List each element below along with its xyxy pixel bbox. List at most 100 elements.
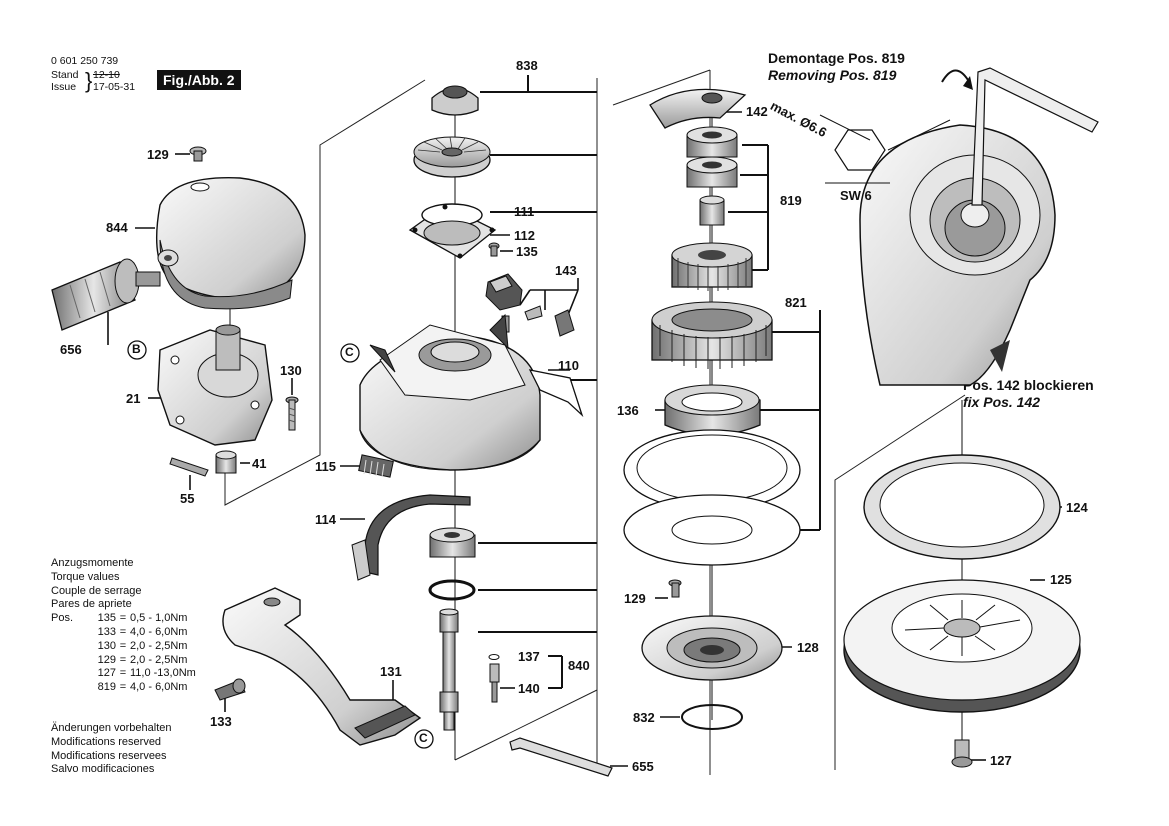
callout-143: 143	[555, 263, 577, 278]
part-gear-housing-110	[359, 313, 541, 471]
part-spring-115	[358, 454, 394, 478]
removal-note-en: Removing Pos. 819	[768, 67, 897, 83]
part-cover-142	[649, 88, 747, 129]
torque-row: 129=2,0 - 2,5Nm	[51, 654, 215, 668]
torque-value: 11,0 -13,0Nm	[130, 667, 196, 680]
part-screw-130	[285, 396, 299, 431]
part-gear-pinion	[671, 242, 753, 291]
torque-row: 127=11,0 -13,0Nm	[51, 667, 215, 681]
callout-136: 136	[617, 403, 639, 418]
fix-note: Pos. 142 blockieren fix Pos. 142	[963, 377, 1094, 411]
callout-125: 125	[1050, 572, 1072, 587]
callout-127: 127	[990, 753, 1012, 768]
torque-value: 2,0 - 2,5Nm	[130, 653, 188, 666]
part-handle-131	[222, 587, 422, 746]
callout-819: 819	[780, 193, 802, 208]
bracket-143	[519, 278, 579, 316]
part-pin-137	[488, 654, 500, 703]
torque-id: 130	[97, 639, 116, 652]
torque-row: 819=4,0 - 6,0Nm	[51, 681, 215, 695]
removal-note-de: Demontage Pos. 819	[768, 50, 905, 66]
callout-55: 55	[180, 491, 195, 506]
torque-eq: =	[119, 681, 127, 694]
torque-heading-es: Pares de apriete	[51, 598, 132, 611]
torque-row: 133=4,0 - 6,0Nm	[51, 626, 215, 640]
torque-eq: =	[119, 653, 127, 666]
bracket-821	[760, 310, 821, 531]
torque-id: 819	[97, 681, 116, 694]
part-screw-127	[951, 739, 973, 768]
removal-note: Demontage Pos. 819 Removing Pos. 819	[768, 50, 905, 84]
bracket-840	[548, 655, 563, 689]
bracket-838	[478, 75, 597, 633]
callout-832: 832	[633, 710, 655, 725]
torque-eq: =	[119, 667, 127, 680]
part-screw-129	[189, 146, 207, 162]
modifications-note: Änderungen vorbehalten Modifications res…	[51, 722, 171, 777]
torque-pos: Pos.	[51, 612, 74, 625]
torque-eq: =	[119, 612, 127, 625]
part-ring-124	[863, 454, 1061, 560]
header-brace: }	[85, 68, 93, 93]
part-handle-656	[51, 258, 161, 331]
part-band-114	[351, 494, 471, 581]
part-sleeve-819	[699, 195, 725, 226]
torque-heading-en: Torque values	[51, 570, 120, 583]
callout-131: 131	[380, 664, 402, 679]
part-cover-844	[156, 177, 306, 310]
torque-eq: =	[119, 625, 127, 638]
callout-838: 838	[516, 58, 538, 73]
torque-value: 0,5 - 1,0Nm	[130, 612, 188, 625]
callout-129b: 129	[624, 591, 646, 606]
callout-137: 137	[518, 649, 540, 664]
callout-115: 115	[315, 459, 336, 474]
callout-114: 114	[315, 512, 336, 527]
callout-124: 124	[1066, 500, 1088, 515]
torque-heading-de: Anzugsmomente	[51, 557, 134, 569]
modifications-en: Modifications reserved	[51, 735, 162, 748]
callout-128: 128	[797, 640, 819, 655]
part-screw-135	[488, 242, 500, 257]
issue-value: 17-05-31	[93, 81, 136, 93]
part-hex-key-655	[509, 737, 613, 777]
part-detail-machine	[859, 124, 1056, 386]
callout-111: 111	[514, 204, 535, 219]
modifications-fr: Modifications reservees	[51, 749, 167, 762]
callout-21: 21	[126, 391, 141, 406]
part-cover-110	[528, 369, 584, 418]
callout-655: 655	[632, 759, 654, 774]
part-number: 0 601 250 739	[51, 55, 119, 67]
part-bevel-gear	[413, 136, 491, 178]
callout-140: 140	[518, 681, 540, 696]
dim-sw: SW 6	[840, 188, 872, 203]
rotate-arrow-icon	[941, 69, 973, 90]
marker-b: B	[132, 342, 141, 356]
callout-844: 844	[106, 220, 128, 235]
part-felt-plate	[623, 494, 801, 566]
torque-eq: =	[119, 639, 127, 652]
part-spindle	[439, 608, 459, 731]
torque-row: 130=2,0 - 2,5Nm	[51, 640, 215, 654]
group-outline-right	[834, 394, 966, 770]
part-ring-838	[431, 85, 479, 116]
torque-value: 4,0 - 6,0Nm	[130, 681, 188, 694]
part-bearing-819a	[686, 126, 738, 158]
part-gear-housing-21	[157, 324, 273, 446]
callout-41: 41	[252, 456, 267, 471]
issue-label: Issue	[51, 81, 77, 93]
callout-130: 130	[280, 363, 302, 378]
hex-nut-detail-icon	[819, 114, 951, 184]
torque-value: 4,0 - 6,0Nm	[130, 625, 188, 638]
modifications-de: Änderungen vorbehalten	[51, 722, 172, 734]
part-bearing-plate-128	[641, 615, 783, 681]
modifications-es: Salvo modificaciones	[51, 763, 155, 776]
figure-label: Fig./Abb. 2	[157, 70, 241, 90]
callout-135: 135	[516, 244, 538, 259]
torque-row: Pos.135=0,5 - 1,0Nm	[51, 612, 215, 626]
callout-110: 110	[558, 358, 579, 373]
part-ring-832	[681, 704, 743, 730]
part-sleeve-41	[215, 450, 237, 474]
torque-id: 129	[97, 653, 116, 666]
torque-id: 127	[97, 667, 116, 680]
